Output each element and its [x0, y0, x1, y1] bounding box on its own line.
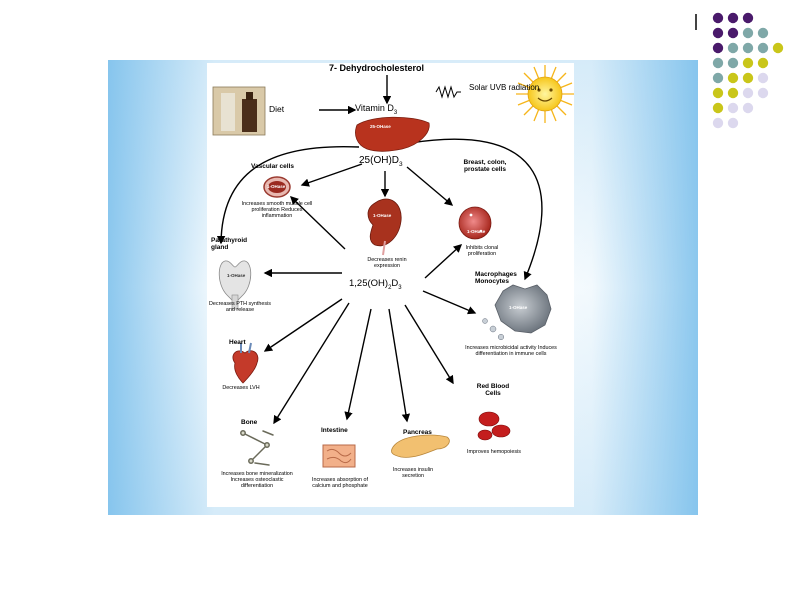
parathyroid-icon [218, 260, 252, 310]
calcitriol-label: 1,25(OH)2D3 [349, 278, 402, 291]
decorative-dot [727, 27, 739, 39]
kidney-enzyme-label: 1-OHase [373, 213, 392, 218]
arrow-calcidiol-to-vascular [300, 163, 363, 187]
uvb-wave [435, 85, 461, 99]
bone-effect: Increases bone mineralization Increases … [221, 471, 293, 490]
arrow-calcitriol-to-rbc [404, 304, 454, 385]
decorative-dot [757, 57, 769, 69]
decorative-dot [727, 72, 739, 84]
pancreas-title: Pancreas [403, 429, 432, 436]
decorative-dot [712, 12, 724, 24]
decorative-dot [742, 87, 754, 99]
vascular-cell-icon [263, 176, 291, 198]
heart-effect: Decreases LVH [222, 385, 260, 391]
decorative-dot [742, 12, 754, 24]
decorative-dot [712, 87, 724, 99]
decorative-dot [727, 102, 739, 114]
vitamin-d3-label: Vitamin D3 [355, 103, 398, 116]
liver-enzyme-label: 25-OHase [370, 124, 391, 129]
heart-icon [232, 342, 259, 384]
arrow-liver-to-parathyroid [216, 145, 360, 245]
breast-enzyme-label: 1-OHase [467, 229, 486, 234]
rbc-effect: Improves hemopoiesis [467, 449, 521, 455]
decorative-dot [742, 102, 754, 114]
red-blood-cells-icon [477, 411, 511, 441]
calcidiol-label: 25(OH)D3 [359, 155, 403, 168]
macrophages-effect: Increases microbicidal activity Induces … [465, 345, 557, 358]
kidney-icon [367, 198, 402, 256]
decorative-dot [727, 42, 739, 54]
decorative-dot [742, 72, 754, 84]
decorative-dot [727, 87, 739, 99]
vascular-enzyme-label: 1-OHase [267, 184, 286, 189]
slide-marker [695, 14, 697, 30]
bone-title: Bone [241, 419, 258, 426]
breast-title: Breast, colon, prostate cells [463, 159, 507, 174]
diet-label: Diet [269, 104, 285, 114]
macrophage-enzyme-label: 1-OHase [509, 305, 528, 310]
decorative-dot [712, 27, 724, 39]
decorative-dot [757, 87, 769, 99]
decorative-dot [712, 72, 724, 84]
decorative-dot [742, 57, 754, 69]
parathyroid-enzyme-label: 1-OHase [227, 273, 246, 278]
pancreas-icon [391, 434, 450, 458]
bone-icon [240, 430, 274, 466]
decorative-dot [712, 42, 724, 54]
parathyroid-title: Parathyroid gland [211, 237, 248, 252]
intestine-icon [322, 444, 356, 468]
decorative-dot-grid [712, 12, 784, 129]
kidney-effect: Decreases renin expression [367, 257, 407, 270]
vascular-effect: Increases smooth muscle cell proliferati… [241, 201, 313, 220]
diet-picture [212, 86, 266, 136]
liver-icon [355, 116, 430, 152]
parathyroid-effect: Decreases PTH synthesis and release [208, 301, 271, 314]
decorative-dot [742, 42, 754, 54]
arrow-calcitriol-to-breast [424, 244, 463, 279]
arrow-calcitriol-to-vascular [289, 196, 346, 250]
breast-effect: Inhibits clonal proliferation [465, 245, 499, 258]
arrow-calcitriol-to-intestine [344, 308, 372, 421]
decorative-dot [757, 27, 769, 39]
arrow-calcitriol-to-pancreas [388, 308, 411, 423]
decorative-dot [757, 72, 769, 84]
decorative-dot [727, 12, 739, 24]
intestine-title: Intestine [321, 427, 348, 434]
decorative-dot [772, 42, 784, 54]
sun-icon [516, 65, 574, 123]
breast-cell-icon [458, 206, 492, 240]
intestine-effect: Increases absorption of calcium and phos… [311, 477, 369, 490]
uvb-label: Solar UVB radiation [469, 83, 540, 92]
heart-title: Heart [229, 339, 246, 346]
decorative-dot [712, 117, 724, 129]
pathway-arrows [216, 75, 543, 425]
precursor-label: 7- Dehydrocholesterol [329, 63, 425, 73]
arrow-calcitriol-to-bone [273, 302, 350, 425]
arrow-liver-to-macrophages [409, 138, 543, 281]
decorative-dot [757, 42, 769, 54]
macrophage-icon [482, 284, 552, 341]
decorative-dot [712, 102, 724, 114]
decorative-dot [742, 27, 754, 39]
decorative-dot [712, 57, 724, 69]
arrow-calcitriol-to-heart [263, 298, 343, 352]
diagram-graphics [212, 65, 574, 468]
decorative-dot [727, 57, 739, 69]
pancreas-effect: Increases insulin secretion [392, 467, 434, 480]
arrow-calcidiol-to-breast [406, 166, 454, 206]
rbc-title: Red Blood Cells [476, 383, 510, 398]
vascular-title: Vascular cells [251, 163, 295, 170]
arrow-calcitriol-to-macrophages [422, 290, 477, 315]
macrophages-title: Macrophages Monocytes [475, 271, 517, 286]
decorative-dot [727, 117, 739, 129]
vitamin-d-diagram: 25-OHase 1-OHase 1-OHase 1-OHase 1-OHase… [207, 63, 574, 507]
